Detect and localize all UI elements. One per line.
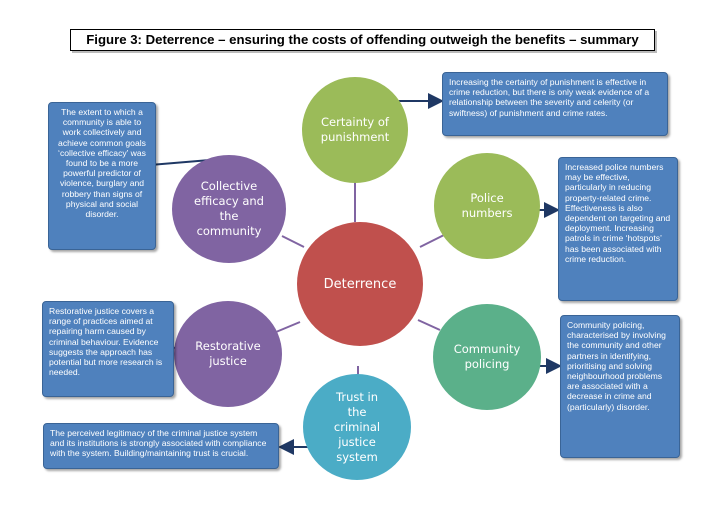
- connector-community-policing: [417, 319, 441, 331]
- box-community-policing-text: Community policing, characterised by inv…: [567, 320, 666, 412]
- center-label: Deterrence: [323, 276, 397, 292]
- node-certainty-of-punishment: Certainty of punishment: [302, 77, 408, 183]
- box-police-text: Increased police numbers may be effectiv…: [565, 162, 671, 264]
- node-community-policing-label: Community policing: [453, 342, 521, 371]
- figure-title: Figure 3: Deterrence – ensuring the cost…: [70, 29, 655, 51]
- node-police-label: Police numbers: [461, 191, 513, 220]
- box-collective-text: The extent to which a community is able …: [58, 107, 146, 220]
- connector-restorative: [275, 321, 301, 333]
- box-certainty: Increasing the certainty of punishment i…: [442, 72, 668, 136]
- connector-police: [419, 233, 447, 248]
- center-node-deterrence: Deterrence: [297, 222, 423, 346]
- node-collective-efficacy: Collective efficacy and the community: [172, 155, 286, 263]
- node-police-numbers: Police numbers: [434, 153, 540, 259]
- box-certainty-text: Increasing the certainty of punishment i…: [449, 77, 650, 118]
- box-trust-text: The perceived legitimacy of the criminal…: [50, 428, 267, 459]
- node-certainty-label: Certainty of punishment: [320, 115, 390, 144]
- box-restorative-text: Restorative justice covers a range of pr…: [49, 306, 163, 378]
- box-collective-efficacy: The extent to which a community is able …: [48, 102, 156, 250]
- node-community-policing: Community policing: [433, 304, 541, 410]
- node-trust-label: Trust in the criminal justice system: [333, 389, 381, 464]
- box-community-policing: Community policing, characterised by inv…: [560, 315, 680, 458]
- node-trust-in-cjs: Trust in the criminal justice system: [303, 374, 411, 480]
- box-restorative-justice: Restorative justice covers a range of pr…: [42, 301, 174, 397]
- node-restorative-justice: Restorative justice: [174, 301, 282, 407]
- node-collective-label: Collective efficacy and the community: [194, 179, 264, 238]
- connector-collective: [281, 235, 305, 248]
- box-trust: The perceived legitimacy of the criminal…: [43, 423, 279, 469]
- box-police-numbers: Increased police numbers may be effectiv…: [558, 157, 678, 301]
- node-restorative-label: Restorative justice: [195, 339, 261, 368]
